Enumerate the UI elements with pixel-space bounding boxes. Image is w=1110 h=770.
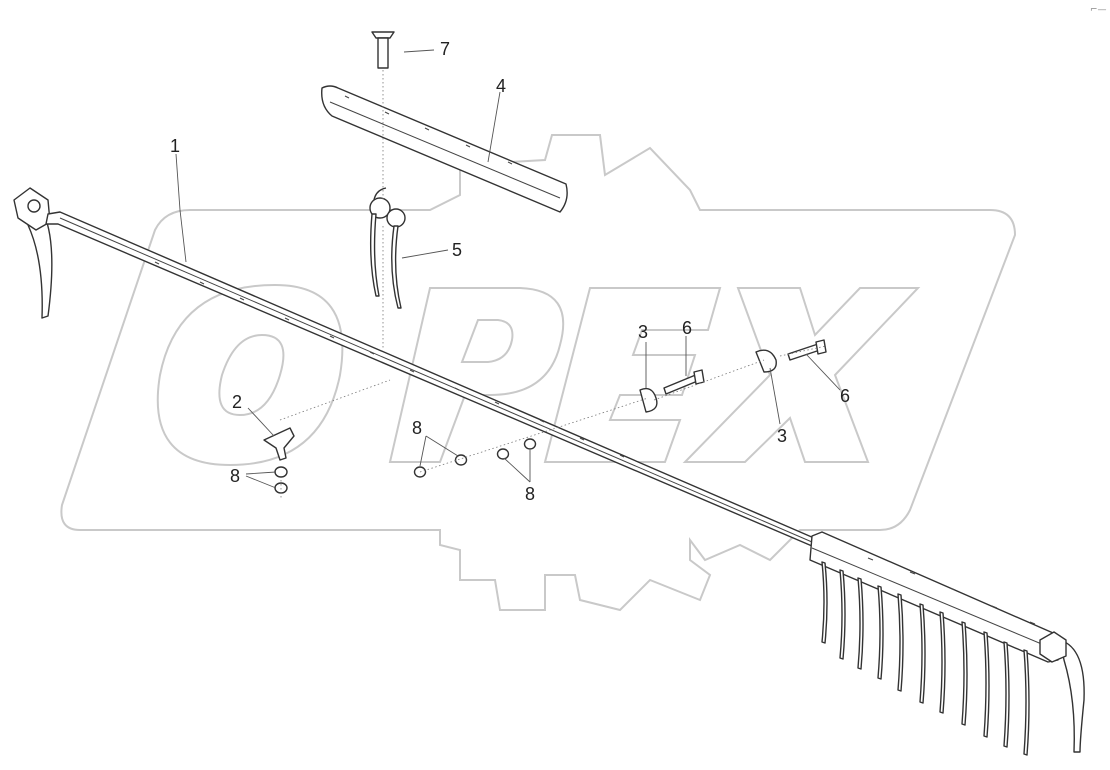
bolt-top xyxy=(371,31,395,69)
main-rod-assembly xyxy=(13,187,1085,756)
callout-3: 3 xyxy=(638,322,648,342)
watermark xyxy=(60,134,1017,612)
callout-3: 3 xyxy=(777,426,787,446)
bolt-right-head xyxy=(815,339,827,355)
corner-mark: ⌐— xyxy=(1090,5,1107,15)
cover-tube-body xyxy=(321,85,568,213)
callout-labels: 1 2 3 3 4 5 6 6 7 8 8 8 xyxy=(170,39,850,504)
callout-7: 7 xyxy=(440,39,450,59)
watermark-letter-e xyxy=(543,287,722,463)
bolt-head xyxy=(371,31,395,39)
callout-6: 6 xyxy=(840,386,850,406)
watermark-letters xyxy=(156,283,921,467)
rod-center-line xyxy=(59,217,813,543)
shoe-right xyxy=(755,349,777,373)
cover-tube xyxy=(321,85,568,213)
shoe-bolt-left xyxy=(639,369,705,413)
callout-5: 5 xyxy=(452,240,462,260)
spring-coil-left xyxy=(369,197,391,219)
callout-1: 1 xyxy=(170,136,180,156)
nut xyxy=(496,448,510,460)
rod-hole-marks xyxy=(154,261,625,458)
nut xyxy=(523,438,537,450)
watermark-letter-o xyxy=(156,283,344,467)
clamp-plate xyxy=(263,427,295,461)
bolt-shank xyxy=(377,37,389,69)
right-tine-bar xyxy=(809,531,1061,663)
leader-lines xyxy=(175,49,841,489)
callout-8: 8 xyxy=(230,466,240,486)
spring-leg-left xyxy=(369,213,380,297)
callout-6: 6 xyxy=(682,318,692,338)
callout-4: 4 xyxy=(496,76,506,96)
nut xyxy=(454,454,468,466)
bracket-hole xyxy=(27,199,41,213)
watermark-letter-x xyxy=(682,287,921,463)
shoe-bolt-right xyxy=(755,339,827,373)
bolt-left-head xyxy=(693,369,705,385)
callout-2: 2 xyxy=(232,392,242,412)
callout-8: 8 xyxy=(412,418,422,438)
spring-tine xyxy=(369,187,406,309)
spring-leg-right xyxy=(391,225,402,309)
callout-8: 8 xyxy=(525,484,535,504)
rake-tines xyxy=(821,561,1030,756)
tine-bar-edge xyxy=(811,547,1057,651)
right-end-bracket xyxy=(1039,631,1067,663)
tine-bar-holes xyxy=(867,557,1036,625)
assembly-lines xyxy=(279,70,827,500)
spring-coil-right xyxy=(386,208,406,228)
right-end-tine xyxy=(1059,639,1085,753)
cover-tube-edge xyxy=(329,101,561,199)
cover-tube-holes xyxy=(344,95,513,165)
shoe-left xyxy=(639,387,658,413)
watermark-letter-p xyxy=(388,287,565,463)
nut xyxy=(274,466,288,478)
